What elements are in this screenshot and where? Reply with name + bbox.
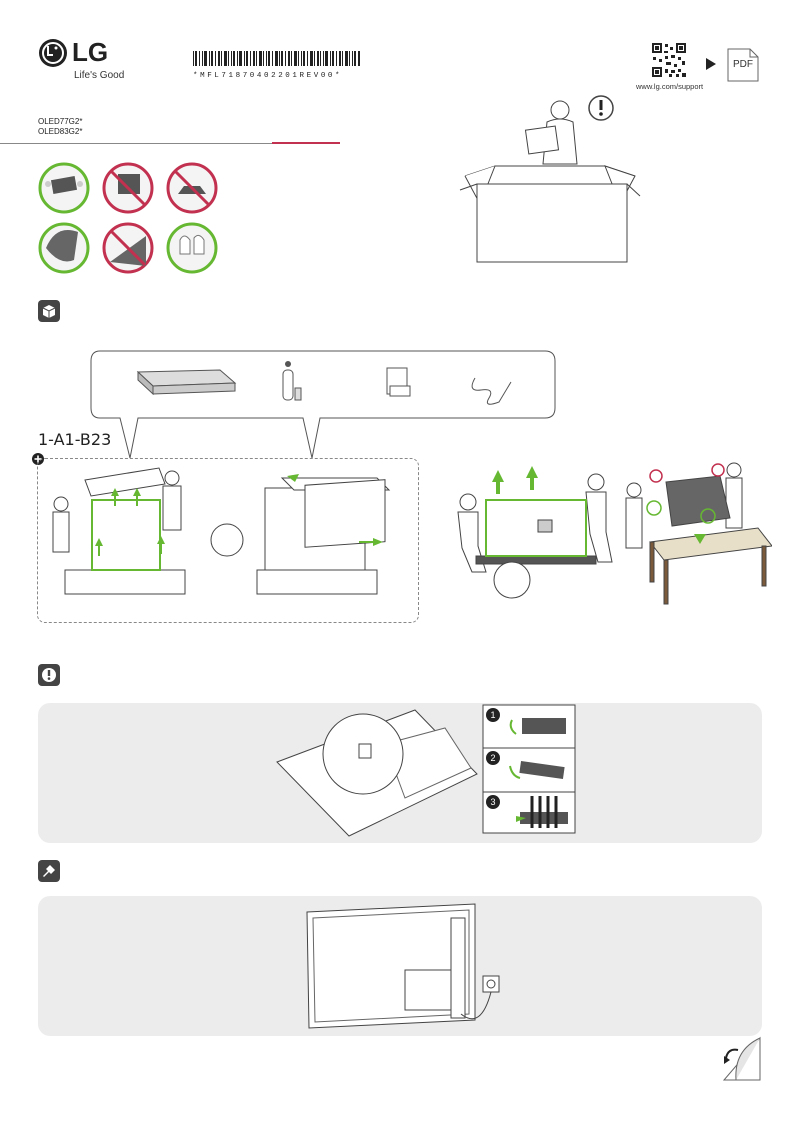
- tv-power-connection-illustration: [306, 903, 500, 1029]
- barcode-number: *MFL71870402201REV00*: [193, 72, 343, 80]
- gloves-icon: [166, 222, 218, 274]
- unpacking-steps-frame: [37, 458, 419, 623]
- package-code: 1-A1-B23: [38, 430, 112, 449]
- arrow-right-icon: [706, 58, 716, 70]
- step-number-icon: 1: [486, 708, 500, 722]
- step-number-icon: 2: [486, 751, 500, 765]
- qr-code-icon: [651, 42, 687, 78]
- handling-ok-icon: [38, 162, 90, 214]
- table-placement-illustration: [625, 462, 772, 605]
- handling-instructions: [38, 162, 218, 274]
- svg-text:3: 3: [490, 797, 495, 807]
- lifting-tv-illustration: [457, 466, 613, 599]
- handling-ok-icon: [38, 222, 90, 274]
- stand-base-icon: [136, 369, 237, 396]
- package-section-icon: [38, 300, 60, 322]
- handling-prohibited-icon: [166, 162, 218, 214]
- unpacking-illustration: [52, 467, 391, 595]
- unboxing-illustration: [459, 95, 641, 263]
- cable-holder-steps: 1 2 3: [482, 704, 576, 834]
- pdf-document-icon: PDF: [727, 48, 759, 82]
- step-number-icon: 3: [486, 795, 500, 809]
- tv-back-cable-holder-illustration: [276, 709, 478, 837]
- caution-section-icon: [38, 664, 60, 686]
- brand-tagline: Life's Good: [74, 70, 125, 81]
- handling-prohibited-icon: [102, 162, 154, 214]
- barcode: *MFL71870402201REV00*: [193, 51, 363, 80]
- svg-text:1: 1: [490, 710, 495, 720]
- support-url: www.lg.com/support: [636, 82, 704, 91]
- model-number: OLED77G2*: [38, 117, 83, 126]
- model-number: OLED83G2*: [38, 127, 83, 136]
- power-cable-icon: [471, 377, 512, 405]
- model-list: OLED77G2* OLED83G2*: [38, 117, 82, 137]
- brand-name: LG: [72, 37, 109, 67]
- remote-control-icon: [282, 361, 302, 401]
- header-divider-accent: [272, 142, 340, 144]
- page-turn-icon: [722, 1036, 761, 1081]
- header-divider: [0, 143, 272, 144]
- power-section-icon: [38, 860, 60, 882]
- lg-logo: LG Life's Good: [38, 37, 138, 82]
- accessories-callout: [90, 350, 556, 459]
- lg-face-icon: [39, 39, 67, 67]
- svg-text:2: 2: [490, 753, 495, 763]
- pdf-label: PDF: [733, 59, 753, 70]
- warning-bubble-icon: [588, 95, 614, 121]
- qr-code: [651, 42, 687, 78]
- manual-booklet-icon: [386, 367, 411, 397]
- handling-prohibited-icon: [102, 222, 154, 274]
- barcode-bars: [193, 51, 360, 66]
